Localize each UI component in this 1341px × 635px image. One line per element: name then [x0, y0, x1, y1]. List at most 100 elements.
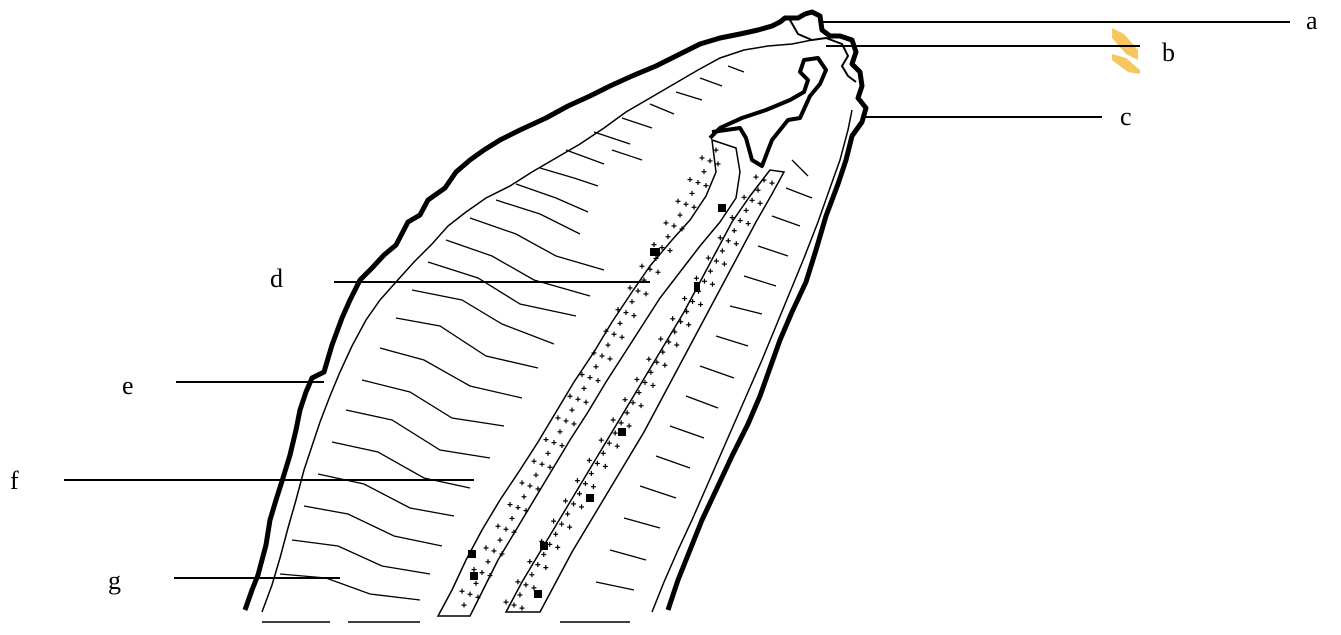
texture-cross — [691, 191, 692, 196]
texture-cross — [697, 180, 698, 185]
texture-cross — [645, 291, 646, 296]
texture-cross — [676, 342, 677, 347]
texture-cross — [708, 255, 709, 260]
texture-cross — [603, 451, 604, 456]
texture-cross — [701, 155, 702, 160]
texture-cross — [716, 258, 717, 263]
texture-cross — [632, 400, 633, 405]
texture-cross — [545, 565, 546, 570]
texture-cross — [661, 245, 662, 250]
texture-cross — [541, 462, 542, 467]
texture-cross — [748, 221, 749, 226]
texture-cross — [595, 364, 596, 369]
texture-cross — [681, 226, 682, 231]
texture-cross — [746, 208, 747, 213]
texture-cross — [489, 573, 490, 578]
texture-cross — [513, 530, 514, 535]
texture-cross — [648, 357, 649, 362]
texture-cross — [537, 486, 538, 491]
texture-cross — [625, 310, 626, 315]
texture-cross — [686, 309, 687, 314]
texture-cross — [664, 363, 665, 368]
label-g: g — [108, 568, 121, 594]
texture-cross — [547, 451, 548, 456]
texture-cross — [755, 175, 756, 180]
texture-cross — [513, 603, 514, 608]
texture-cross — [577, 478, 578, 483]
texture-cross — [705, 183, 706, 188]
texture-cross — [593, 484, 594, 489]
texture-cross — [621, 420, 622, 425]
texture-cross — [665, 220, 666, 225]
texture-cross — [743, 195, 744, 200]
texture-cross — [585, 400, 586, 405]
texture-cross — [629, 285, 630, 290]
texture-cross — [717, 161, 718, 166]
texture-cross — [571, 408, 572, 413]
texture-cross — [638, 390, 639, 395]
texture-cross — [561, 522, 562, 527]
texture-cross — [529, 483, 530, 488]
texture-cross — [626, 410, 627, 415]
texture-cross — [677, 199, 678, 204]
texture-cross — [637, 288, 638, 293]
texture-cross — [640, 403, 641, 408]
texture-cross — [736, 241, 737, 246]
texture-cross — [649, 267, 650, 272]
texture-cross — [591, 471, 592, 476]
texture-cross — [751, 198, 752, 203]
texture-cross — [593, 350, 594, 355]
texture-cross — [669, 248, 670, 253]
texture-cross — [653, 242, 654, 247]
texture-cross — [710, 269, 711, 274]
texture-cross — [509, 502, 510, 507]
texture-cross — [493, 548, 494, 553]
texture-cross — [555, 532, 556, 537]
texture-cross — [481, 570, 482, 575]
texture-cross — [609, 441, 610, 446]
texture-cross — [673, 223, 674, 228]
texture-cross — [521, 480, 522, 485]
texture-cross — [728, 238, 729, 243]
texture-cross — [631, 299, 632, 304]
texture-cross — [633, 313, 634, 318]
texture-cross — [525, 508, 526, 513]
texture-cross — [565, 418, 566, 423]
texture-cross — [668, 339, 669, 344]
texture-cross — [497, 524, 498, 529]
texture-cross — [557, 415, 558, 420]
texture-cross — [559, 429, 560, 434]
texture-cross — [605, 464, 606, 469]
texture-cross — [501, 551, 502, 556]
texture-cross — [605, 329, 606, 334]
texture-cross — [693, 205, 694, 210]
texture-cross — [601, 353, 602, 358]
texture-cross — [613, 332, 614, 337]
texture-cross — [517, 579, 518, 584]
texture-cross — [724, 261, 725, 266]
texture-cross — [585, 481, 586, 486]
texture-cross — [485, 545, 486, 550]
texture-cross — [543, 552, 544, 557]
texture-cross — [581, 372, 582, 377]
texture-cross — [569, 394, 570, 399]
texture-cross — [517, 505, 518, 510]
texture-cross — [523, 494, 524, 499]
texture-cross — [657, 270, 658, 275]
texture-cross — [597, 378, 598, 383]
texture-cross — [561, 443, 562, 448]
texture-cross — [720, 235, 721, 240]
texture-cross — [619, 321, 620, 326]
texture-cross — [650, 370, 651, 375]
texture-cross — [609, 356, 610, 361]
texture-cross — [567, 511, 568, 516]
texture-cross — [672, 316, 673, 321]
texture-cross — [573, 421, 574, 426]
label-b: b — [1162, 40, 1175, 66]
texture-cross — [617, 307, 618, 312]
texture-cross — [505, 600, 506, 605]
texture-cross — [553, 519, 554, 524]
texture-cross — [505, 527, 506, 532]
